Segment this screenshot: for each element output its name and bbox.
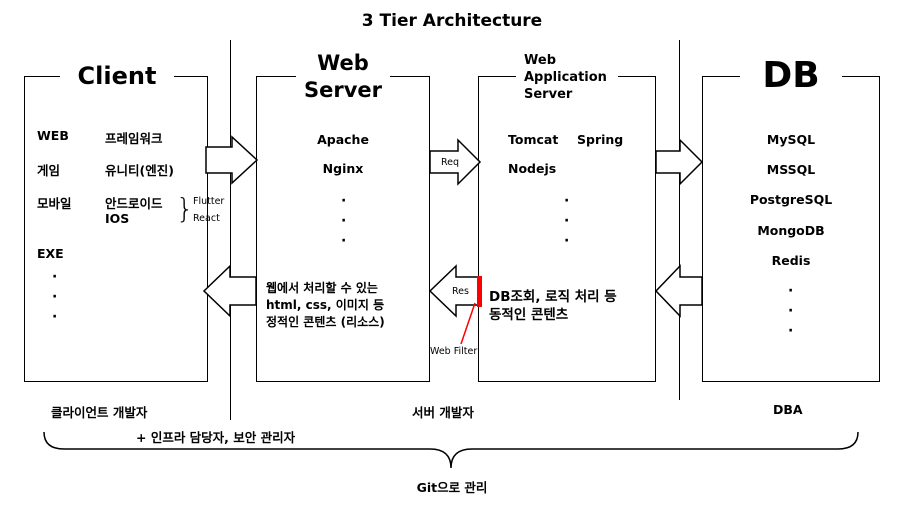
server-dev-label: 서버 개발자 bbox=[412, 405, 474, 420]
was-item: Tomcat bbox=[508, 132, 559, 147]
was-item: Spring bbox=[577, 132, 624, 147]
client-ios-label: IOS bbox=[105, 211, 130, 226]
was-box bbox=[478, 76, 656, 382]
ellipsis-dot: · bbox=[52, 269, 58, 285]
res-label: Res bbox=[452, 286, 469, 297]
db-item: MongoDB bbox=[757, 223, 825, 238]
client-dev-label: 클라이언트 개발자 bbox=[51, 405, 148, 420]
client-row-value: 유니티(엔진) bbox=[105, 163, 174, 178]
db-item: MySQL bbox=[766, 132, 816, 147]
ellipsis-dot: · bbox=[564, 233, 570, 249]
web-server-header: Web Server bbox=[303, 51, 382, 102]
db-item: MSSQL bbox=[766, 162, 816, 177]
ellipsis-dot: · bbox=[341, 233, 347, 249]
client-header-gap bbox=[60, 68, 174, 84]
client-row-value: 프레임워크 bbox=[105, 131, 163, 146]
was-item: Nodejs bbox=[508, 161, 557, 176]
client-row-label: WEB bbox=[37, 128, 69, 143]
client-header: Client bbox=[77, 62, 157, 90]
framework-label: Flutter bbox=[193, 196, 225, 207]
client-row-value: 안드로이드 bbox=[105, 196, 163, 211]
ellipsis-dot: · bbox=[564, 213, 570, 229]
git-label: Git으로 관리 bbox=[416, 480, 488, 495]
req-label: Req bbox=[441, 157, 460, 168]
was-header-gap bbox=[516, 68, 618, 84]
arrow-right-icon bbox=[655, 138, 704, 186]
web-server-item: Nginx bbox=[322, 161, 364, 176]
web-filter-pointer bbox=[460, 302, 476, 345]
ellipsis-dot: · bbox=[788, 323, 794, 339]
tier-divider bbox=[679, 40, 680, 400]
ellipsis-dot: · bbox=[788, 303, 794, 319]
client-box bbox=[24, 76, 208, 382]
ellipsis-dot: · bbox=[52, 289, 58, 305]
client-row-label: 게임 bbox=[37, 163, 61, 178]
db-item: Redis bbox=[771, 253, 811, 268]
db-item: PostgreSQL bbox=[749, 192, 833, 207]
bottom-brace bbox=[43, 431, 859, 469]
web-filter-label: Web Filter bbox=[430, 346, 478, 357]
client-row-label: 모바일 bbox=[37, 196, 72, 211]
db-header: DB bbox=[762, 55, 820, 96]
ellipsis-dot: · bbox=[564, 193, 570, 209]
was-content: DB조회, 로직 처리 등 동적인 콘텐츠 bbox=[489, 289, 617, 323]
web-server-item: Apache bbox=[317, 132, 369, 147]
was-header: Web Application Server bbox=[524, 53, 607, 102]
db-header-gap bbox=[740, 68, 842, 84]
dba-label: DBA bbox=[773, 402, 803, 417]
tier-divider bbox=[230, 40, 231, 420]
db-box bbox=[702, 76, 880, 382]
arrow-left-icon bbox=[202, 264, 257, 318]
web-server-header-gap bbox=[296, 68, 390, 84]
client-exe-label: EXE bbox=[37, 246, 64, 261]
web-filter-marker bbox=[477, 276, 482, 307]
ellipsis-dot: · bbox=[52, 309, 58, 325]
client-brace: } bbox=[176, 192, 194, 225]
ellipsis-dot: · bbox=[341, 193, 347, 209]
arrow-left-icon bbox=[654, 264, 703, 318]
ellipsis-dot: · bbox=[788, 283, 794, 299]
web-server-box bbox=[256, 76, 430, 382]
infra-label: + 인프라 담당자, 보안 관리자 bbox=[136, 430, 296, 445]
arrow-right-icon bbox=[205, 135, 259, 185]
framework-label: React bbox=[193, 213, 220, 224]
ellipsis-dot: · bbox=[341, 213, 347, 229]
arrow-right-icon bbox=[429, 138, 482, 186]
page-title: 3 Tier Architecture bbox=[361, 11, 543, 31]
web-server-content: 웹에서 처리할 수 있는 html, css, 이미지 등 정적인 콘텐츠 (리… bbox=[266, 281, 385, 329]
